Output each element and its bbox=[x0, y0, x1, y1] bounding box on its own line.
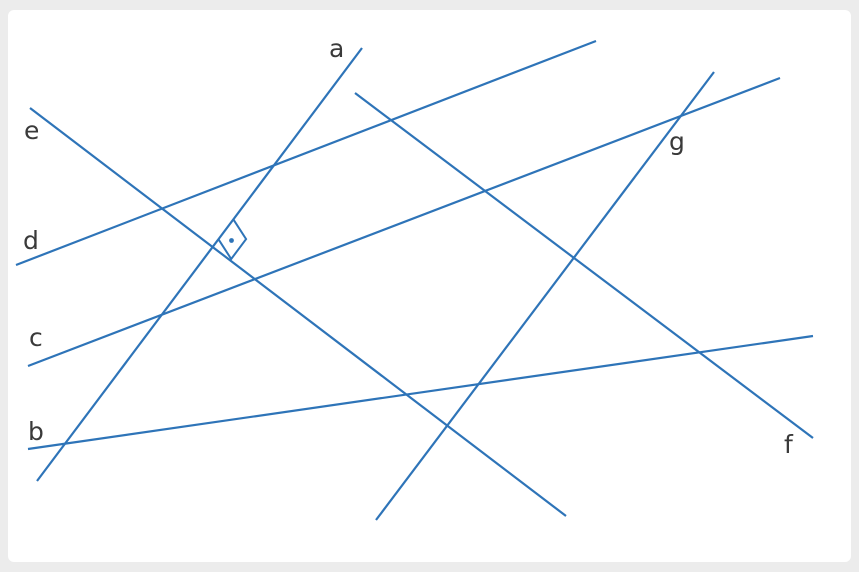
line-d bbox=[15, 39, 597, 267]
label-f: f bbox=[784, 430, 794, 459]
right-angle-marker bbox=[217, 218, 248, 261]
right-angle-dot bbox=[229, 238, 234, 243]
label-g: g bbox=[669, 127, 685, 156]
label-e: e bbox=[24, 116, 39, 145]
line-c bbox=[27, 76, 781, 368]
line-b bbox=[27, 334, 814, 451]
line-f bbox=[354, 92, 814, 439]
figure-card bbox=[8, 10, 851, 562]
label-a: a bbox=[329, 34, 344, 63]
line-g bbox=[375, 71, 715, 521]
label-c: c bbox=[29, 323, 43, 352]
line-a bbox=[36, 47, 363, 482]
line-e bbox=[29, 107, 567, 517]
label-b: b bbox=[28, 417, 44, 446]
label-d: d bbox=[23, 226, 39, 255]
